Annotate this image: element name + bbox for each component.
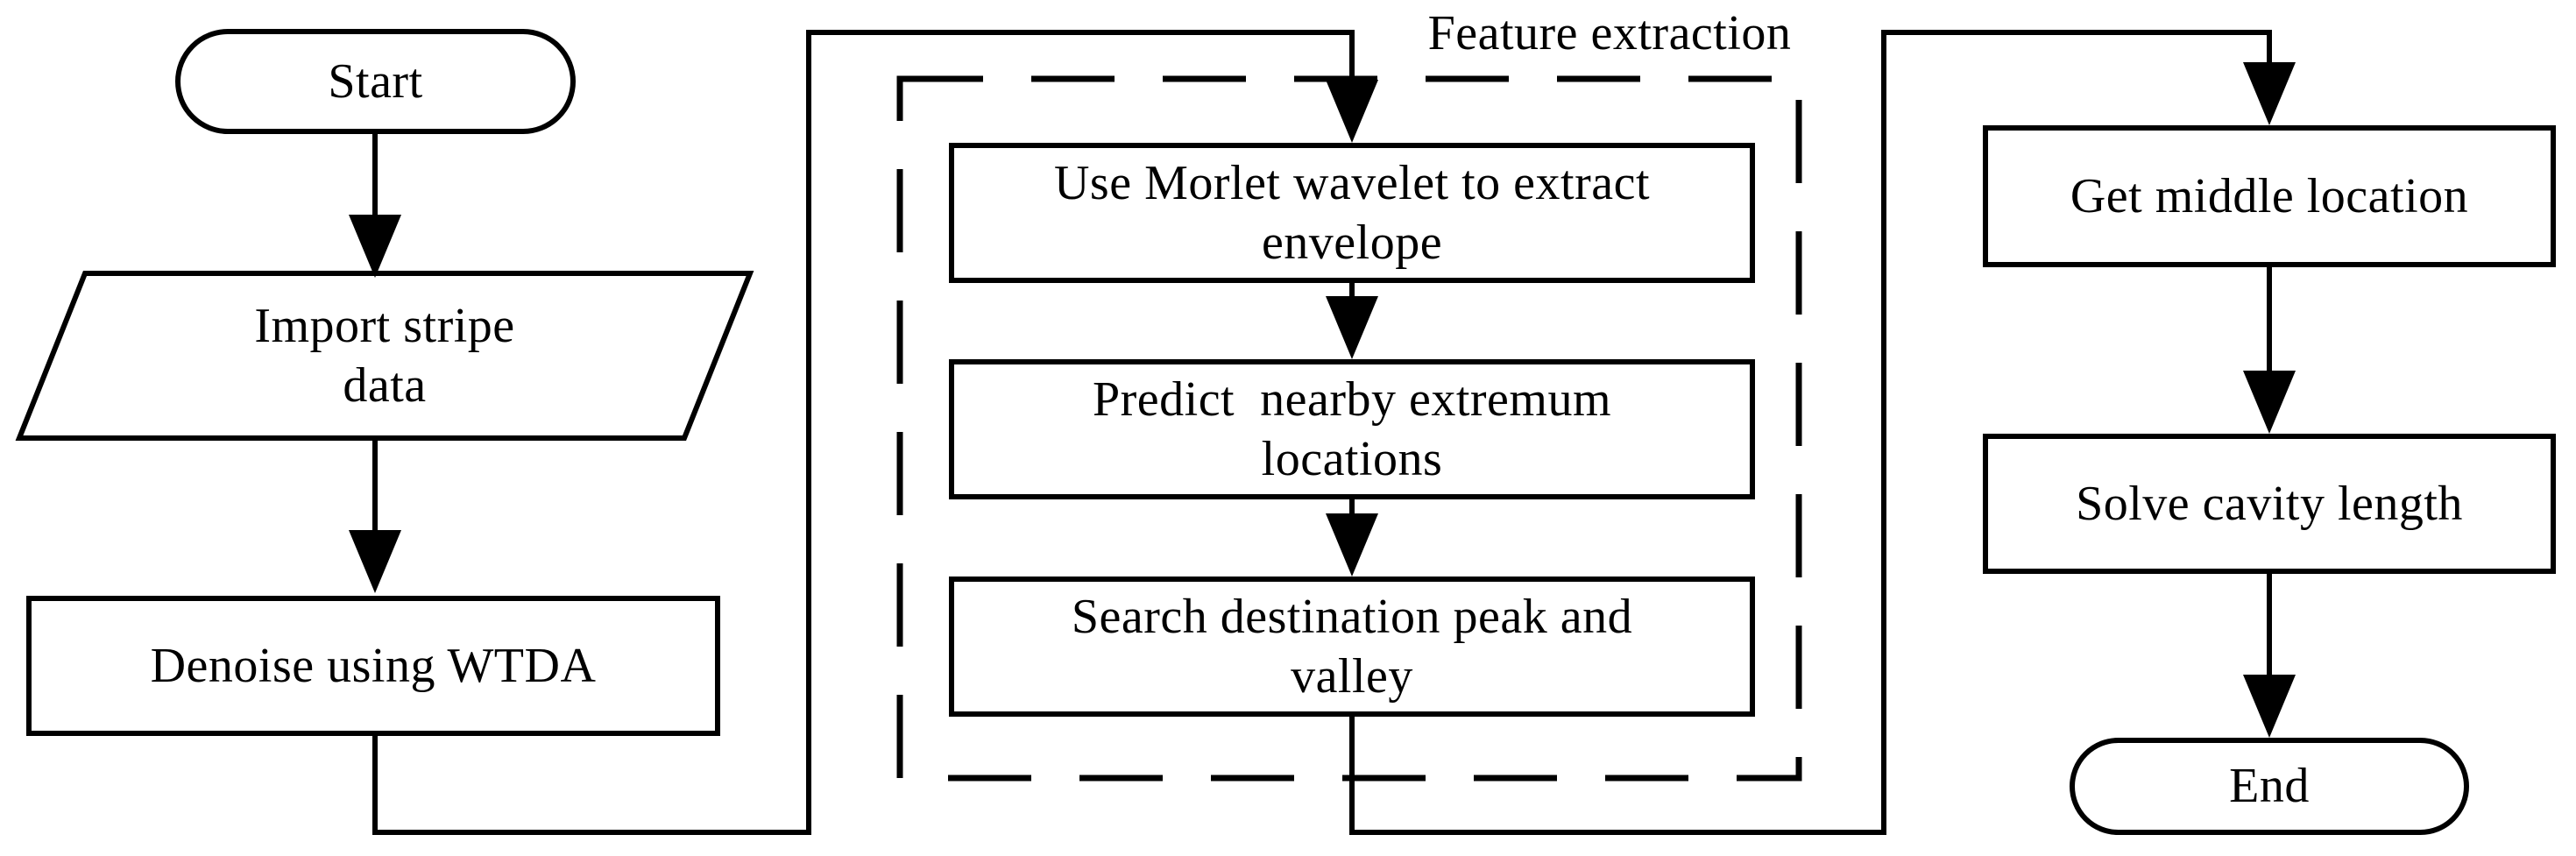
import-parallelogram-shape xyxy=(15,271,754,441)
node-search-peak-valley-label-line2: valley xyxy=(1291,649,1413,704)
node-denoise-label: Denoise using WTDA xyxy=(150,638,597,693)
edge-search-getmiddle xyxy=(1349,30,2272,835)
node-search-peak-valley-label-line1: Search destination peak and xyxy=(1071,589,1633,644)
node-predict-extremum-label-line1: Predict nearby extremum xyxy=(1092,371,1611,427)
node-search-peak-valley: Search destination peak and valley xyxy=(949,577,1755,717)
feature-extraction-label: Feature extraction xyxy=(1427,6,1792,60)
node-get-middle-location-label: Get middle location xyxy=(2070,168,2469,223)
node-denoise-wtda: Denoise using WTDA xyxy=(26,596,720,736)
arrowhead-icon xyxy=(349,530,401,593)
node-import-stripe-data: Import stripe data xyxy=(19,273,750,438)
arrowhead-icon xyxy=(2243,371,2296,434)
node-end: End xyxy=(2070,738,2469,835)
arrowhead-icon xyxy=(1326,513,1378,577)
node-extract-envelope-label-line2: envelope xyxy=(1261,216,1443,270)
arrowhead-icon xyxy=(349,215,401,278)
node-predict-extremum-label-line2: locations xyxy=(1261,432,1443,486)
arrowhead-icon xyxy=(2243,675,2296,738)
node-extract-envelope-label-line1: Use Morlet wavelet to extract xyxy=(1053,155,1651,210)
node-solve-cavity-length-label: Solve cavity length xyxy=(2076,476,2463,531)
arrowhead-icon xyxy=(1326,296,1378,359)
node-import-label-line1: Import stripe xyxy=(254,298,515,353)
node-get-middle-location: Get middle location xyxy=(1983,125,2556,267)
node-start-label: Start xyxy=(328,53,423,109)
node-import-label-line2: data xyxy=(343,358,427,413)
arrowhead-icon xyxy=(1326,80,1378,143)
arrowhead-icon xyxy=(2243,62,2296,125)
node-predict-extremum: Predict nearby extremum locations xyxy=(949,359,1755,499)
edge-denoise-extract xyxy=(372,30,1355,835)
node-solve-cavity-length: Solve cavity length xyxy=(1983,434,2556,574)
node-start: Start xyxy=(175,29,576,134)
node-extract-envelope: Use Morlet wavelet to extract envelope xyxy=(949,143,1755,283)
node-end-label: End xyxy=(2229,759,2310,814)
